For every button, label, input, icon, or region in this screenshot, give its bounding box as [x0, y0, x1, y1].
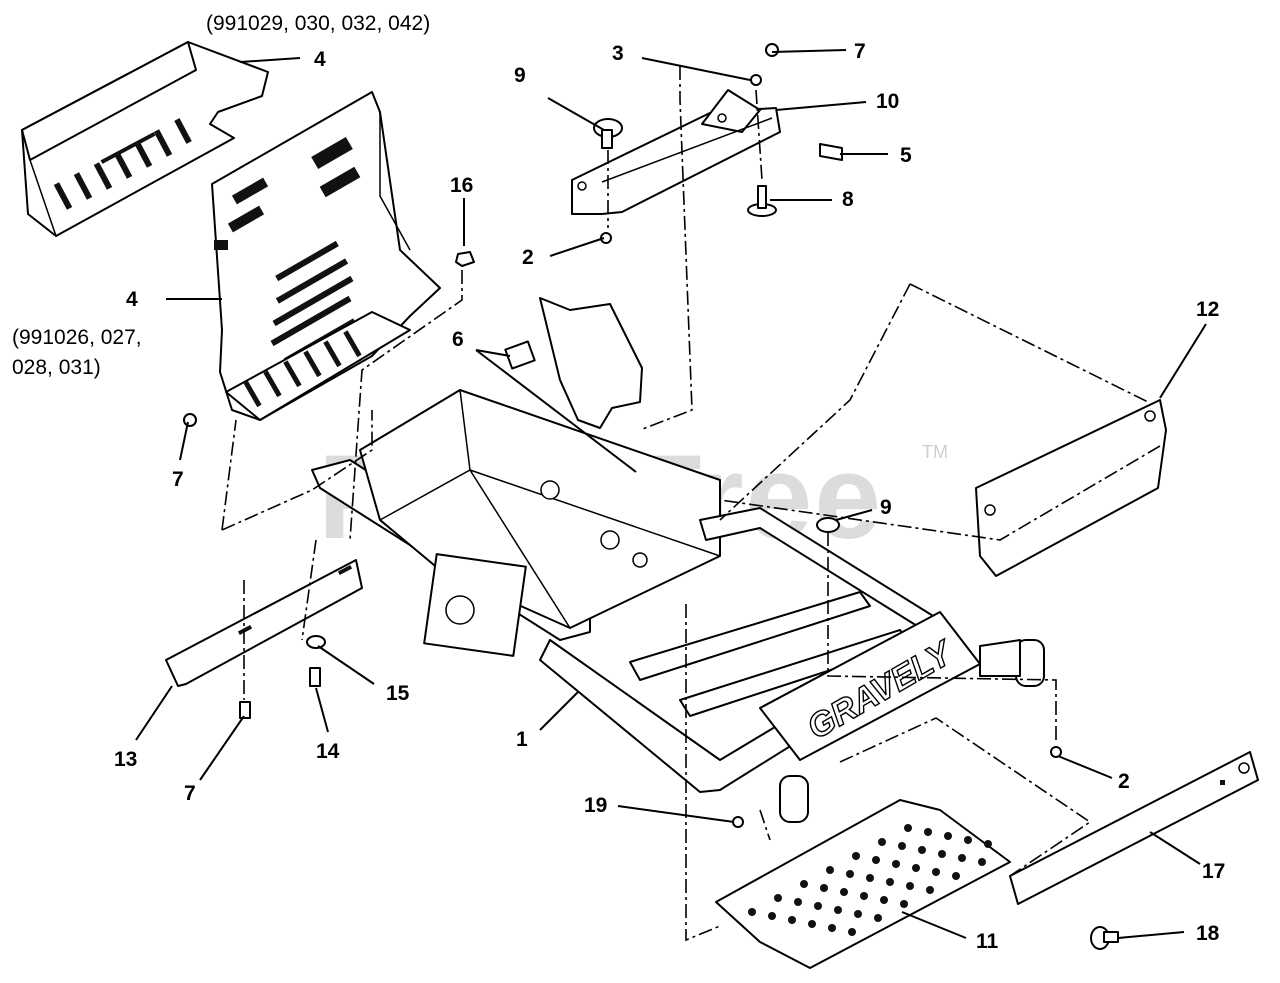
- footplate-perforation: [900, 900, 908, 908]
- part-7-screw-left: [183, 413, 197, 427]
- footplate-perforation: [788, 916, 796, 924]
- assembly-lines: [221, 66, 1161, 942]
- footplate-perforation: [904, 824, 912, 832]
- footplate-perforation: [984, 840, 992, 848]
- callout-2: 2: [1118, 770, 1130, 793]
- footplate-perforation: [952, 872, 960, 880]
- footplate-perforation: [768, 912, 776, 920]
- callout-1: 1: [516, 728, 528, 751]
- callout-7: 7: [184, 782, 196, 805]
- leader-lines: [135, 49, 1207, 939]
- callout-7: 7: [854, 40, 866, 63]
- callout-6: 6: [452, 328, 464, 351]
- footplate-perforation: [898, 842, 906, 850]
- callout-12: 12: [1196, 298, 1219, 321]
- footplate-perforation: [964, 836, 972, 844]
- callout-4: 4: [314, 48, 326, 71]
- footplate-perforation: [866, 874, 874, 882]
- footplate-perforation: [800, 880, 808, 888]
- footplate-perforation: [892, 860, 900, 868]
- callout-9: 9: [514, 64, 526, 87]
- callout-15: 15: [386, 682, 410, 705]
- part-2-nut-right: [1050, 746, 1062, 758]
- part-16-nut: [455, 251, 475, 267]
- part-7-screw-bottom: [239, 701, 251, 719]
- callout-2: 2: [522, 246, 534, 269]
- callout-7: 7: [172, 468, 184, 491]
- watermark-trademark: TM: [922, 442, 948, 462]
- part-3-washer: [750, 74, 762, 86]
- footplate-perforation: [846, 870, 854, 878]
- footplate-perforation: [848, 928, 856, 936]
- footplate-perforation: [938, 850, 946, 858]
- callout-10: 10: [876, 90, 899, 113]
- footplate-perforation: [906, 882, 914, 890]
- callout-9: 9: [880, 496, 892, 519]
- footplate-perforation: [926, 886, 934, 894]
- part-19-screw: [732, 816, 744, 828]
- part-15-washer: [306, 635, 326, 649]
- part-6-center-bracket: [504, 297, 643, 429]
- footplate-perforation: [794, 898, 802, 906]
- footplate-perforation: [878, 838, 886, 846]
- callout-14: 14: [316, 740, 340, 763]
- part-9-knob-right: [816, 517, 840, 600]
- footplate-perforation: [872, 856, 880, 864]
- part-13-side-plate: [165, 559, 363, 687]
- footplate-perforation: [978, 858, 986, 866]
- callout-13: 13: [114, 748, 137, 771]
- callout-8: 8: [842, 188, 854, 211]
- footplate-perforation: [814, 902, 822, 910]
- footplate-perforation: [808, 920, 816, 928]
- callouts: 4 4 3 7 9 10 5 8 2 16 6 12 7 9 15 1 14 1…: [114, 40, 1225, 953]
- callout-19: 19: [584, 794, 607, 817]
- footplate-perforation: [820, 884, 828, 892]
- callout-16: 16: [450, 174, 473, 197]
- model-group-note-side-line2: 028, 031): [12, 356, 101, 379]
- callout-4: 4: [126, 288, 138, 311]
- callout-11: 11: [976, 930, 999, 953]
- footplate-perforation: [912, 864, 920, 872]
- callout-3: 3: [612, 42, 624, 65]
- footplate-perforation: [880, 896, 888, 904]
- model-group-note-top: (991029, 030, 032, 042): [206, 12, 430, 35]
- footplate-perforation: [944, 832, 952, 840]
- footplate-perforation: [774, 894, 782, 902]
- footplate-perforation: [840, 888, 848, 896]
- footplate-perforation: [860, 892, 868, 900]
- footplate-perforation: [918, 846, 926, 854]
- part-12-plate: [975, 399, 1167, 577]
- part-4-upper-guard: [21, 41, 269, 237]
- footplate-perforation: [854, 910, 862, 918]
- part-14-bolt: [309, 667, 321, 687]
- footplate-perforation: [886, 878, 894, 886]
- footplate-perforation: [828, 924, 836, 932]
- footplate-perforation: [834, 906, 842, 914]
- callout-18: 18: [1196, 922, 1220, 945]
- part-4-lower-guard: [211, 91, 441, 421]
- footplate-perforation: [874, 914, 882, 922]
- part-17-bar: [1009, 751, 1259, 905]
- footplate-perforation: [852, 852, 860, 860]
- part-18-bolt: [1090, 926, 1119, 950]
- footplate-perforation: [924, 828, 932, 836]
- callout-5: 5: [900, 144, 912, 167]
- callout-17: 17: [1202, 860, 1225, 883]
- model-group-note-side-line1: (991026, 027,: [12, 326, 142, 349]
- footplate-perforation: [932, 868, 940, 876]
- footplate-perforation: [748, 908, 756, 916]
- footplate-perforation: [826, 866, 834, 874]
- part-7-screw-top: [765, 43, 779, 57]
- part-8-bolt: [747, 185, 777, 217]
- part-11-footplate: [715, 799, 1011, 969]
- part-10-bracket: [571, 89, 781, 215]
- footplate-perforation: [958, 854, 966, 862]
- part-9-knob-top: [593, 118, 623, 149]
- part-5-screw: [819, 143, 843, 161]
